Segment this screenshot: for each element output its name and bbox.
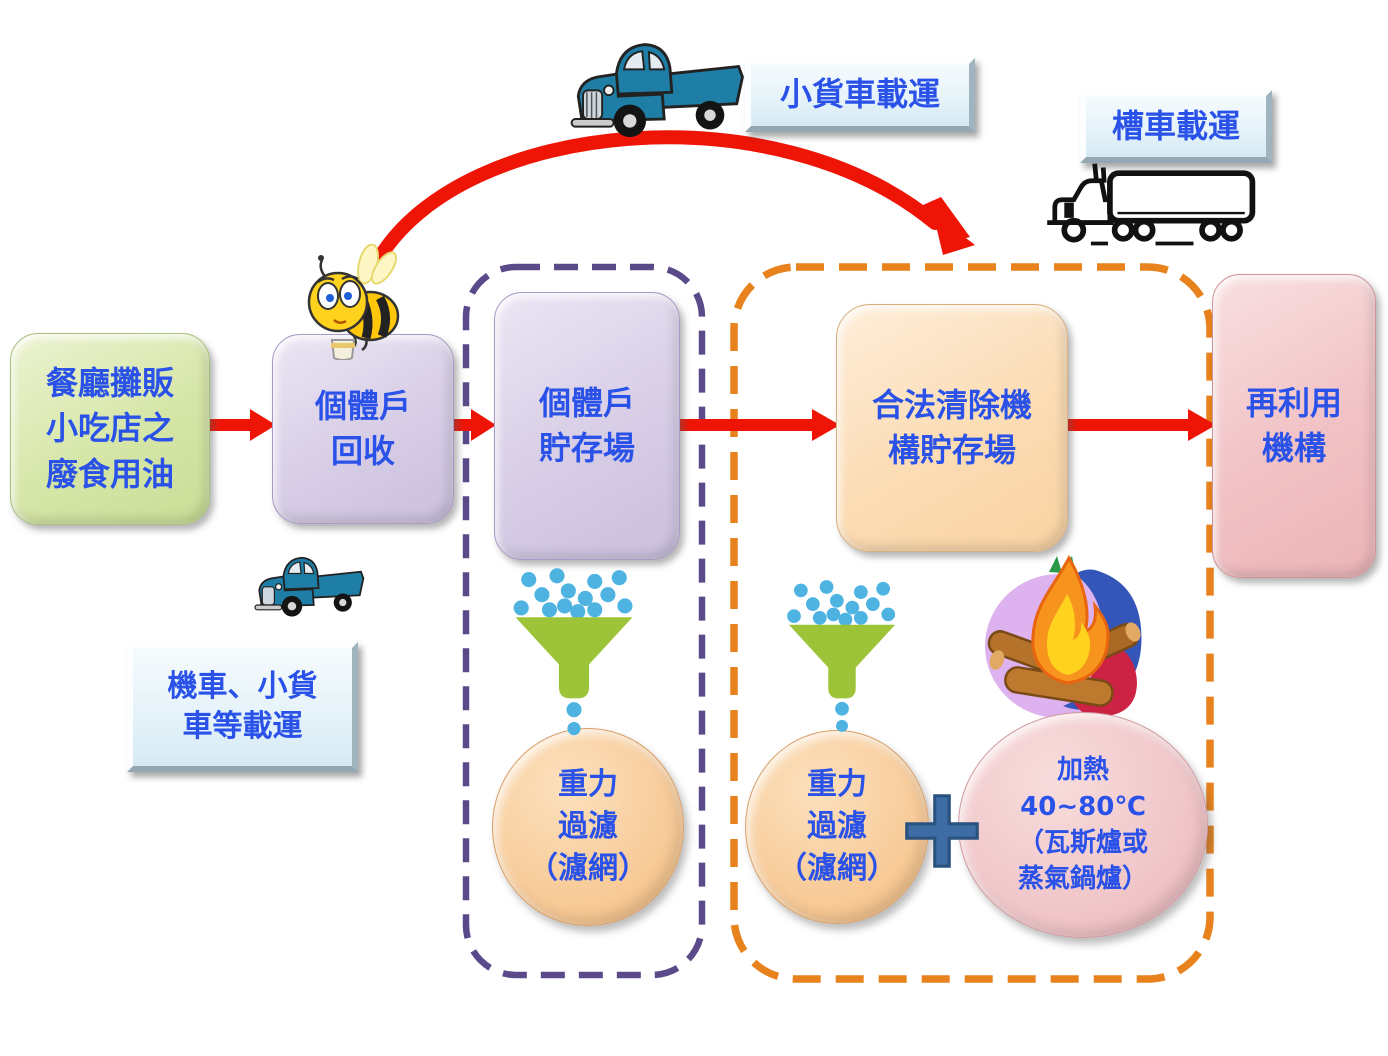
funnel-icon <box>787 580 896 732</box>
node-line: 構貯存場 <box>887 431 1016 469</box>
node-reuse-organization: 再利用 機構 <box>1212 274 1376 578</box>
circle-gravity-filter-right: 重力 過濾 （濾網） <box>745 730 929 924</box>
node-line: 回收 <box>330 432 395 470</box>
pickup-truck-icon <box>254 556 365 617</box>
circle-heating: 加熱 40~80℃ （瓦斯爐或 蒸氣鍋爐） <box>958 712 1208 938</box>
individual-storage-group-frame <box>462 263 706 979</box>
circle-line: 蒸氣鍋爐） <box>1017 864 1148 895</box>
pickup-truck-icon <box>570 43 744 138</box>
circle-line: （瓦斯爐或 <box>1017 828 1148 858</box>
arrow-storage-to-legal <box>676 409 840 441</box>
circle-line: 40~80℃ <box>1020 791 1146 822</box>
node-line: 小吃店之 <box>45 409 174 448</box>
circle-line: 重力 <box>558 767 618 802</box>
node-line: 再利用 <box>1245 383 1342 422</box>
arrow-source-to-recycle <box>202 409 276 441</box>
circle-line: 過濾 <box>558 809 618 844</box>
node-legal-storage: 合法清除機 構貯存場 <box>836 304 1068 552</box>
circle-line: （濾網） <box>528 851 648 886</box>
node-individual-recycle: 個體戶 回收 <box>272 334 454 524</box>
node-waste-oil-source: 餐廳攤販 小吃店之 廢食用油 <box>10 333 210 525</box>
node-individual-storage: 個體戶 貯存場 <box>494 292 680 560</box>
node-line: 廢食用油 <box>45 454 174 493</box>
node-line: 機構 <box>1261 429 1326 467</box>
circle-gravity-filter-left: 重力 過濾 （濾網） <box>492 728 684 926</box>
circle-line: （濾網） <box>777 851 897 886</box>
label-text: 小貨車載運 <box>779 75 940 114</box>
circle-line: 過濾 <box>807 809 867 844</box>
node-line: 貯存場 <box>538 429 635 467</box>
label-motorcycle-transport: 機車、小貨 車等載運 <box>127 642 358 772</box>
fire-icon <box>985 554 1142 718</box>
label-text: 槽車載運 <box>1111 106 1240 145</box>
node-line: 個體戶 <box>314 386 411 425</box>
node-line: 餐廳攤販 <box>45 363 174 402</box>
node-line: 個體戶 <box>538 383 635 422</box>
legal-storage-group-frame <box>730 263 1214 983</box>
curved-transport-arrow <box>373 130 975 264</box>
circle-line: 重力 <box>807 767 867 802</box>
funnel-icon <box>513 568 633 736</box>
plus-icon <box>905 794 979 868</box>
tank-truck-icon <box>1047 163 1256 246</box>
label-tank-truck-transport: 槽車載運 <box>1080 90 1272 163</box>
label-small-truck-transport: 小貨車載運 <box>745 58 975 132</box>
label-text: 車等載運 <box>182 709 303 744</box>
circle-line: 加熱 <box>1056 755 1109 786</box>
bee-icon <box>307 244 400 360</box>
node-line: 合法清除機 <box>871 385 1032 424</box>
label-text: 機車、小貨 <box>167 668 318 704</box>
arrow-legal-to-reuse <box>1064 409 1216 441</box>
